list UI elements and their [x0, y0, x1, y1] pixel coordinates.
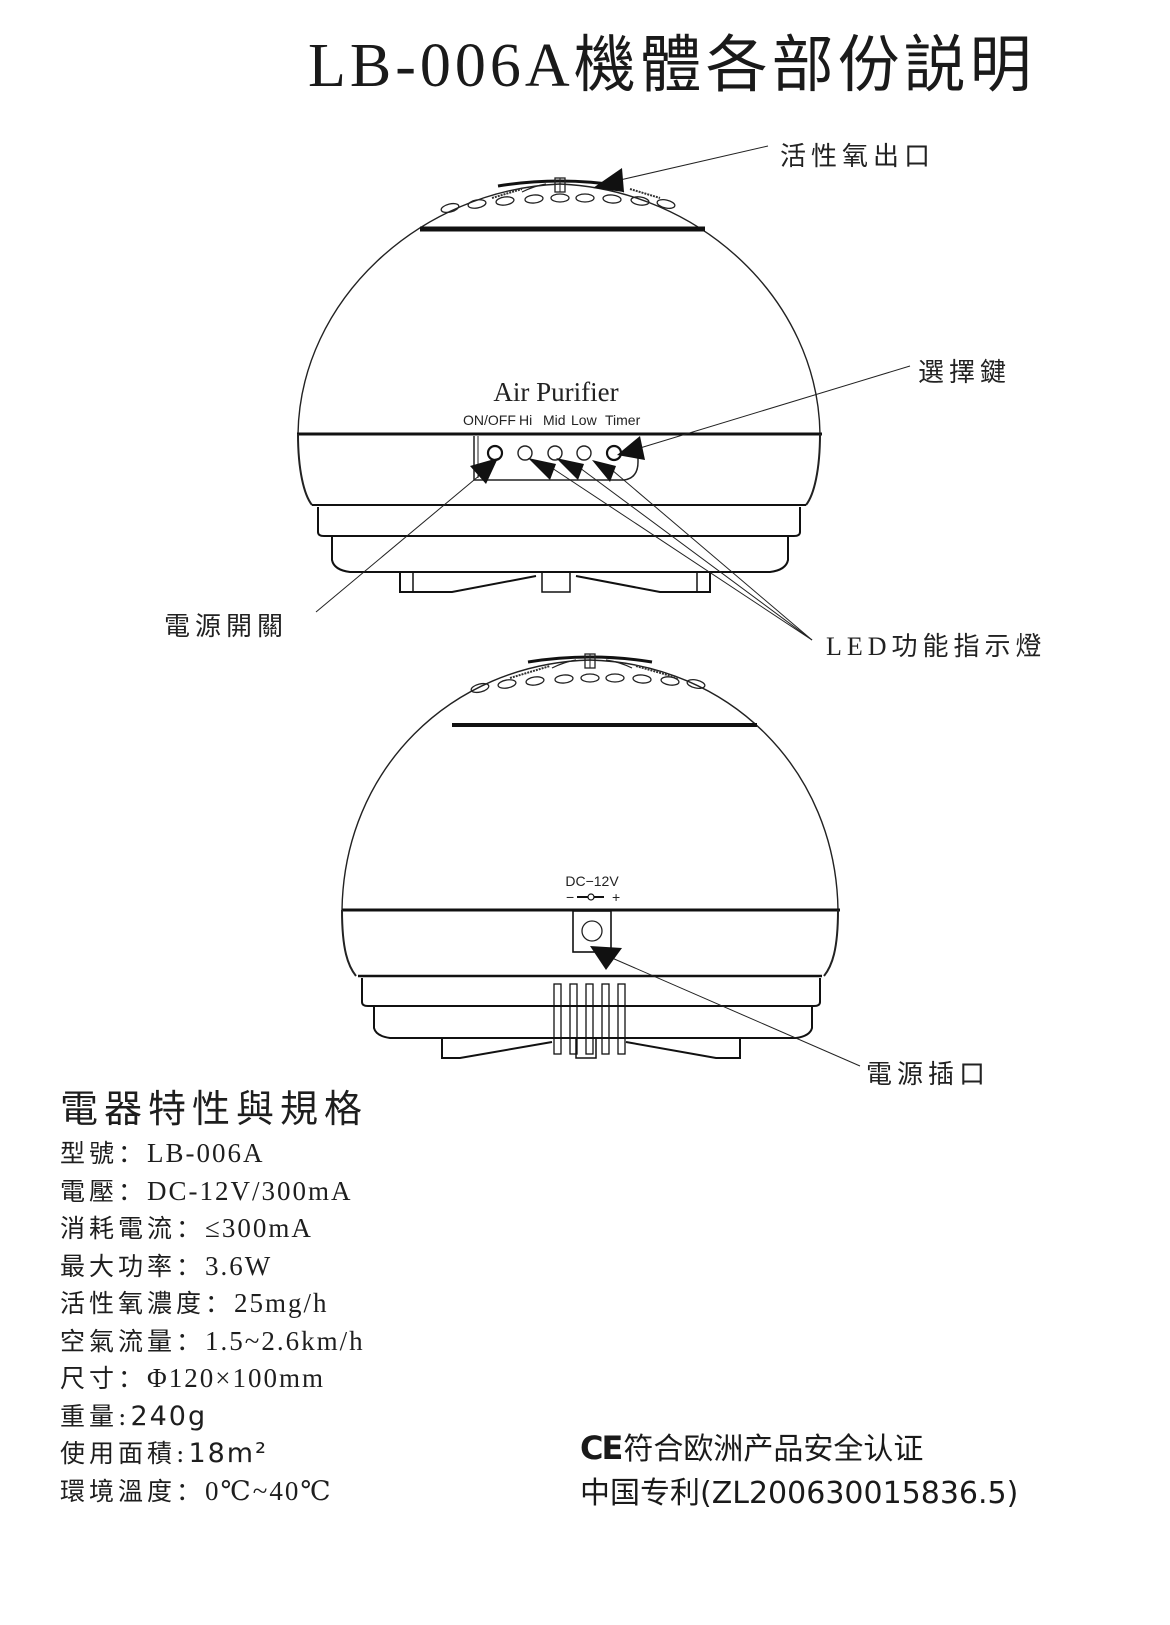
- brand-label: Air Purifier: [493, 377, 618, 407]
- ce-certification: CE符合欧洲产品安全认证: [580, 1429, 924, 1467]
- page-title: LB-006A機體各部份説明: [308, 32, 1036, 100]
- button-label-mid: Mid: [543, 412, 566, 428]
- spec-row-airflow: 空氣流量：1.5~2.6km/h: [60, 1325, 365, 1356]
- spec-row-size: 尺寸：Φ120×100mm: [60, 1363, 325, 1393]
- button-timer[interactable]: [605, 444, 623, 462]
- spec-row-voltage: 電壓：DC-12V/300mA: [60, 1175, 353, 1206]
- spec-row-max-power: 最大功率：3.6W: [60, 1250, 273, 1281]
- button-onoff[interactable]: [486, 444, 504, 462]
- button-label-onoff: ON/OFF: [463, 412, 516, 428]
- certification-section: CE符合欧洲产品安全认证 中国专利(ZL200630015836.5): [580, 1426, 1018, 1516]
- callout-select-keys: 選擇鍵: [918, 358, 1012, 388]
- specs-title: 電器特性與規格: [60, 1087, 369, 1131]
- callout-ozone-outlet: 活性氧出口: [780, 142, 936, 172]
- polarity-plus: +: [612, 889, 620, 905]
- front-callout-arrows: [315, 145, 911, 641]
- front-view: Air Purifier ON/OFF Hi Mid Low Timer: [297, 177, 822, 593]
- callout-power-switch: 電源開關: [164, 612, 289, 642]
- spec-row-temperature: 環境溫度：0℃~40℃: [60, 1475, 333, 1506]
- spec-row-weight: 重量:240g: [60, 1400, 208, 1432]
- led-hi: [517, 445, 533, 461]
- dc-voltage-label: DC−12V: [565, 873, 619, 889]
- polarity-minus: −: [566, 889, 574, 905]
- button-label-timer: Timer: [605, 412, 641, 428]
- spec-row-current: 消耗電流：≤300mA: [60, 1213, 313, 1243]
- spec-row-model: 型號：LB-006A: [60, 1138, 265, 1168]
- led-low: [576, 445, 592, 461]
- callout-power-socket: 電源插口: [866, 1060, 991, 1090]
- polarity-symbol-icon: [587, 893, 595, 901]
- callout-led-indicators: LED功能指示燈: [826, 632, 1047, 661]
- patent-number: 中国专利(ZL200630015836.5): [580, 1476, 1019, 1511]
- button-label-hi: Hi: [519, 412, 532, 428]
- led-mid: [547, 445, 563, 461]
- power-socket[interactable]: [572, 910, 612, 953]
- specs-section: 電器特性與規格 型號：LB-006A 電壓：DC-12V/300mA 消耗電流：…: [60, 1078, 368, 1510]
- ce-mark-icon: CE: [580, 1429, 623, 1467]
- back-view: DC−12V − +: [341, 653, 861, 1067]
- spec-row-ozone: 活性氧濃度：25mg/h: [60, 1288, 329, 1318]
- spec-row-area: 使用面積:18m²: [60, 1438, 268, 1469]
- button-label-low: Low: [571, 412, 598, 428]
